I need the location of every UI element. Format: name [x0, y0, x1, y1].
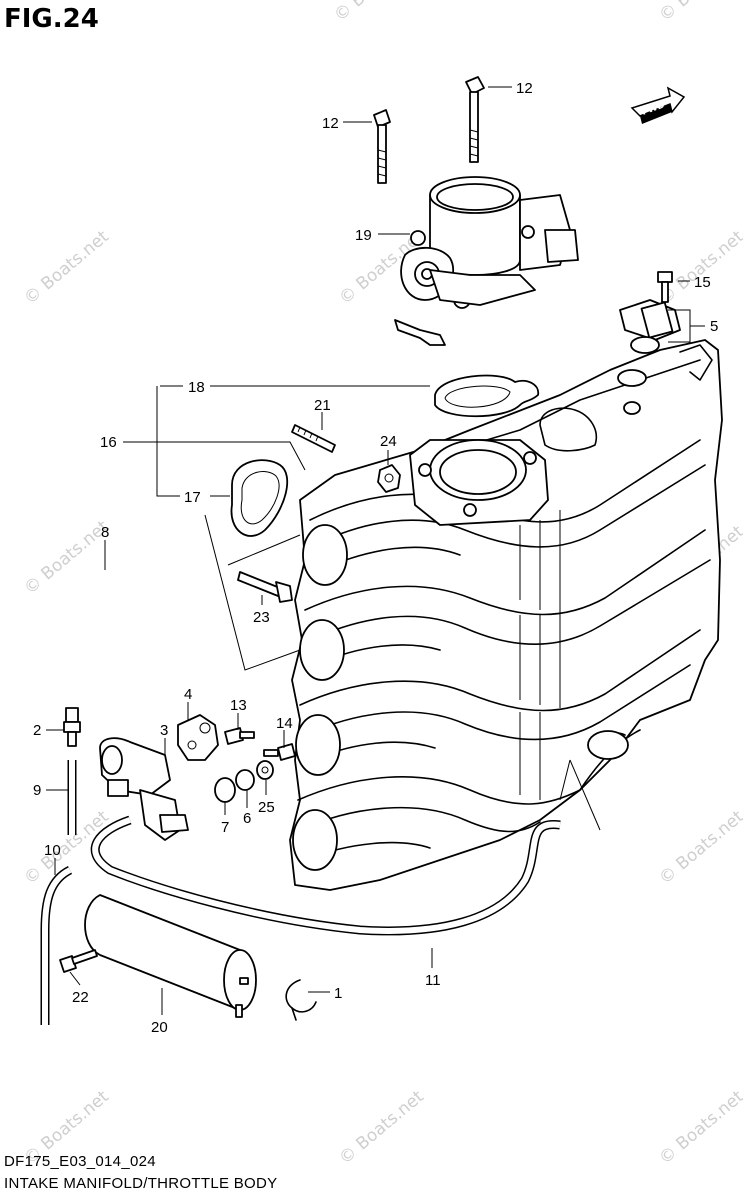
diagram-caption: INTAKE MANIFOLD/THROTTLE BODY [4, 1175, 278, 1192]
intake-manifold [289, 339, 723, 891]
callout-10: 10 [44, 842, 61, 859]
callout-9: 9 [33, 782, 41, 799]
watermark: © Boats.net [335, 1087, 428, 1169]
watermark: © Boats.net [330, 0, 423, 26]
bolt-12-right [465, 76, 485, 163]
nut-24 [377, 464, 401, 493]
callout-24: 24 [380, 433, 397, 450]
callout-22: 22 [72, 989, 89, 1006]
washer-25 [256, 760, 274, 780]
throttle-flange [409, 439, 549, 526]
callout-11: 11 [425, 972, 441, 989]
runner-3 [299, 629, 701, 712]
map-sensor-5 [619, 299, 681, 354]
runner-2 [304, 529, 706, 616]
bolt-14 [263, 743, 296, 761]
callout-25: 25 [258, 799, 275, 816]
stud-21 [291, 424, 336, 453]
callout-5: 5 [710, 318, 718, 335]
reference-line [204, 514, 301, 671]
callout-20: 20 [151, 1019, 168, 1036]
bolt-13 [224, 727, 255, 745]
callout-7: 7 [221, 819, 229, 836]
bolt-23 [237, 571, 293, 603]
runner-4 [297, 776, 581, 805]
gasket-17 [230, 459, 289, 537]
callout-12: 12 [516, 80, 533, 97]
callout-8: 8 [101, 524, 109, 541]
fwd-arrow-icon: FWD [630, 86, 686, 124]
bolt-15 [657, 271, 673, 303]
callout-15: 15 [694, 274, 711, 291]
callout-1: 1 [334, 985, 342, 1002]
watermark: © Boats.net [655, 1087, 743, 1169]
watermark: © Boats.net [20, 227, 113, 309]
bracket-4 [177, 714, 219, 761]
callout-21: 21 [314, 397, 331, 414]
callout-6: 6 [243, 810, 251, 827]
manifold-body [289, 339, 723, 891]
callout-leaders [46, 86, 705, 1015]
watermark: © Boats.net [655, 0, 743, 26]
bolt-22 [59, 949, 98, 973]
idle-valve-boss [539, 407, 597, 452]
callout-16: 16 [100, 434, 117, 451]
reference-line [569, 759, 601, 831]
callout-3: 3 [160, 722, 168, 739]
callout-17: 17 [184, 489, 201, 506]
callout-4: 4 [184, 686, 192, 703]
canister-20 [84, 894, 257, 1018]
gasket-18 [434, 374, 540, 418]
grommet-7 [214, 777, 236, 803]
watermark: © Boats.net [655, 807, 743, 889]
callout-numbers: 12 12 19 15 5 18 21 16 24 17 8 23 4 13 1… [33, 80, 718, 1036]
diagram-code: DF175_E03_014_024 [4, 1153, 156, 1170]
clip-1 [285, 979, 317, 1021]
callout-19: 19 [355, 227, 372, 244]
callout-18: 18 [188, 379, 205, 396]
callout-12: 12 [322, 115, 339, 132]
callout-13: 13 [230, 697, 247, 714]
bolt-12-left [373, 109, 391, 184]
callout-2: 2 [33, 722, 41, 739]
figure-title: FIG.24 [4, 4, 99, 34]
callout-23: 23 [253, 609, 270, 626]
solenoid-valve-3 [99, 737, 189, 841]
watermark: © Boats.net [20, 517, 113, 599]
fitting-2 [63, 707, 81, 747]
throttle-body [394, 176, 579, 346]
callout-14: 14 [276, 715, 293, 732]
collar-6 [235, 769, 255, 791]
